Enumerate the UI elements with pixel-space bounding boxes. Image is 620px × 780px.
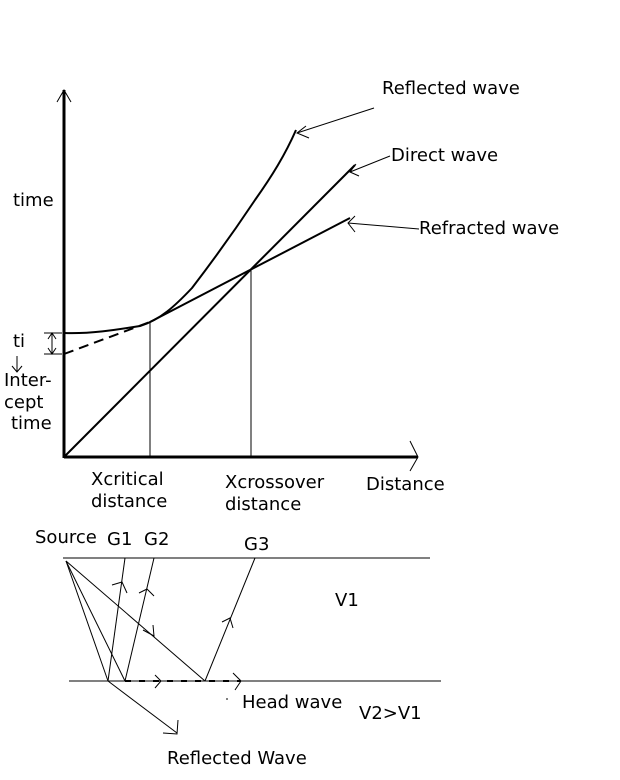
intercept-label-3: time [11,413,52,434]
ray-to-g1 [107,557,126,682]
reflected-wave-ray-label: Reflected Wave [167,748,307,769]
direct-wave-label: Direct wave [391,145,499,166]
y-axis-label: time [13,190,54,211]
direct-leader [349,155,391,173]
intercept-label-1: Inter- [4,370,52,391]
xcrossover-label-2: distance [225,494,302,515]
refracted-wave-label: Refracted wave [419,218,560,239]
y-axis-arrowhead [56,89,72,103]
reflected-wave-label: Reflected wave [382,78,520,99]
reflected-wave-ray [107,680,178,734]
direct-wave-line [63,164,356,458]
layer1-velocity-label: V1 [335,590,359,611]
refracted-wave-line [149,217,351,323]
xcrossover-label-1: Xcrossover [225,472,325,493]
x-axis-label: Distance [366,474,445,495]
x-axis-arrowhead [409,440,419,472]
geophone-g2-label: G2 [144,529,170,550]
geophone-g1-label: G1 [107,529,133,550]
reflected-leader [296,107,375,134]
intercept-label-2: cept [4,392,44,413]
xcritical-label-2: distance [91,491,168,512]
ray-to-g2 [124,557,155,682]
intercept-symbol: ti [13,331,26,352]
source-label: Source [35,527,97,548]
reflected-wave-curve [63,129,297,335]
geophone-g3-label: G3 [244,534,270,555]
xcritical-label-1: Xcritical [91,469,164,490]
head-wave-label: Head wave [242,692,343,713]
direct-ray-to-g3 [65,560,206,682]
velocity-relation-label: V2>V1 [359,703,422,724]
refracted-leader [347,222,420,230]
